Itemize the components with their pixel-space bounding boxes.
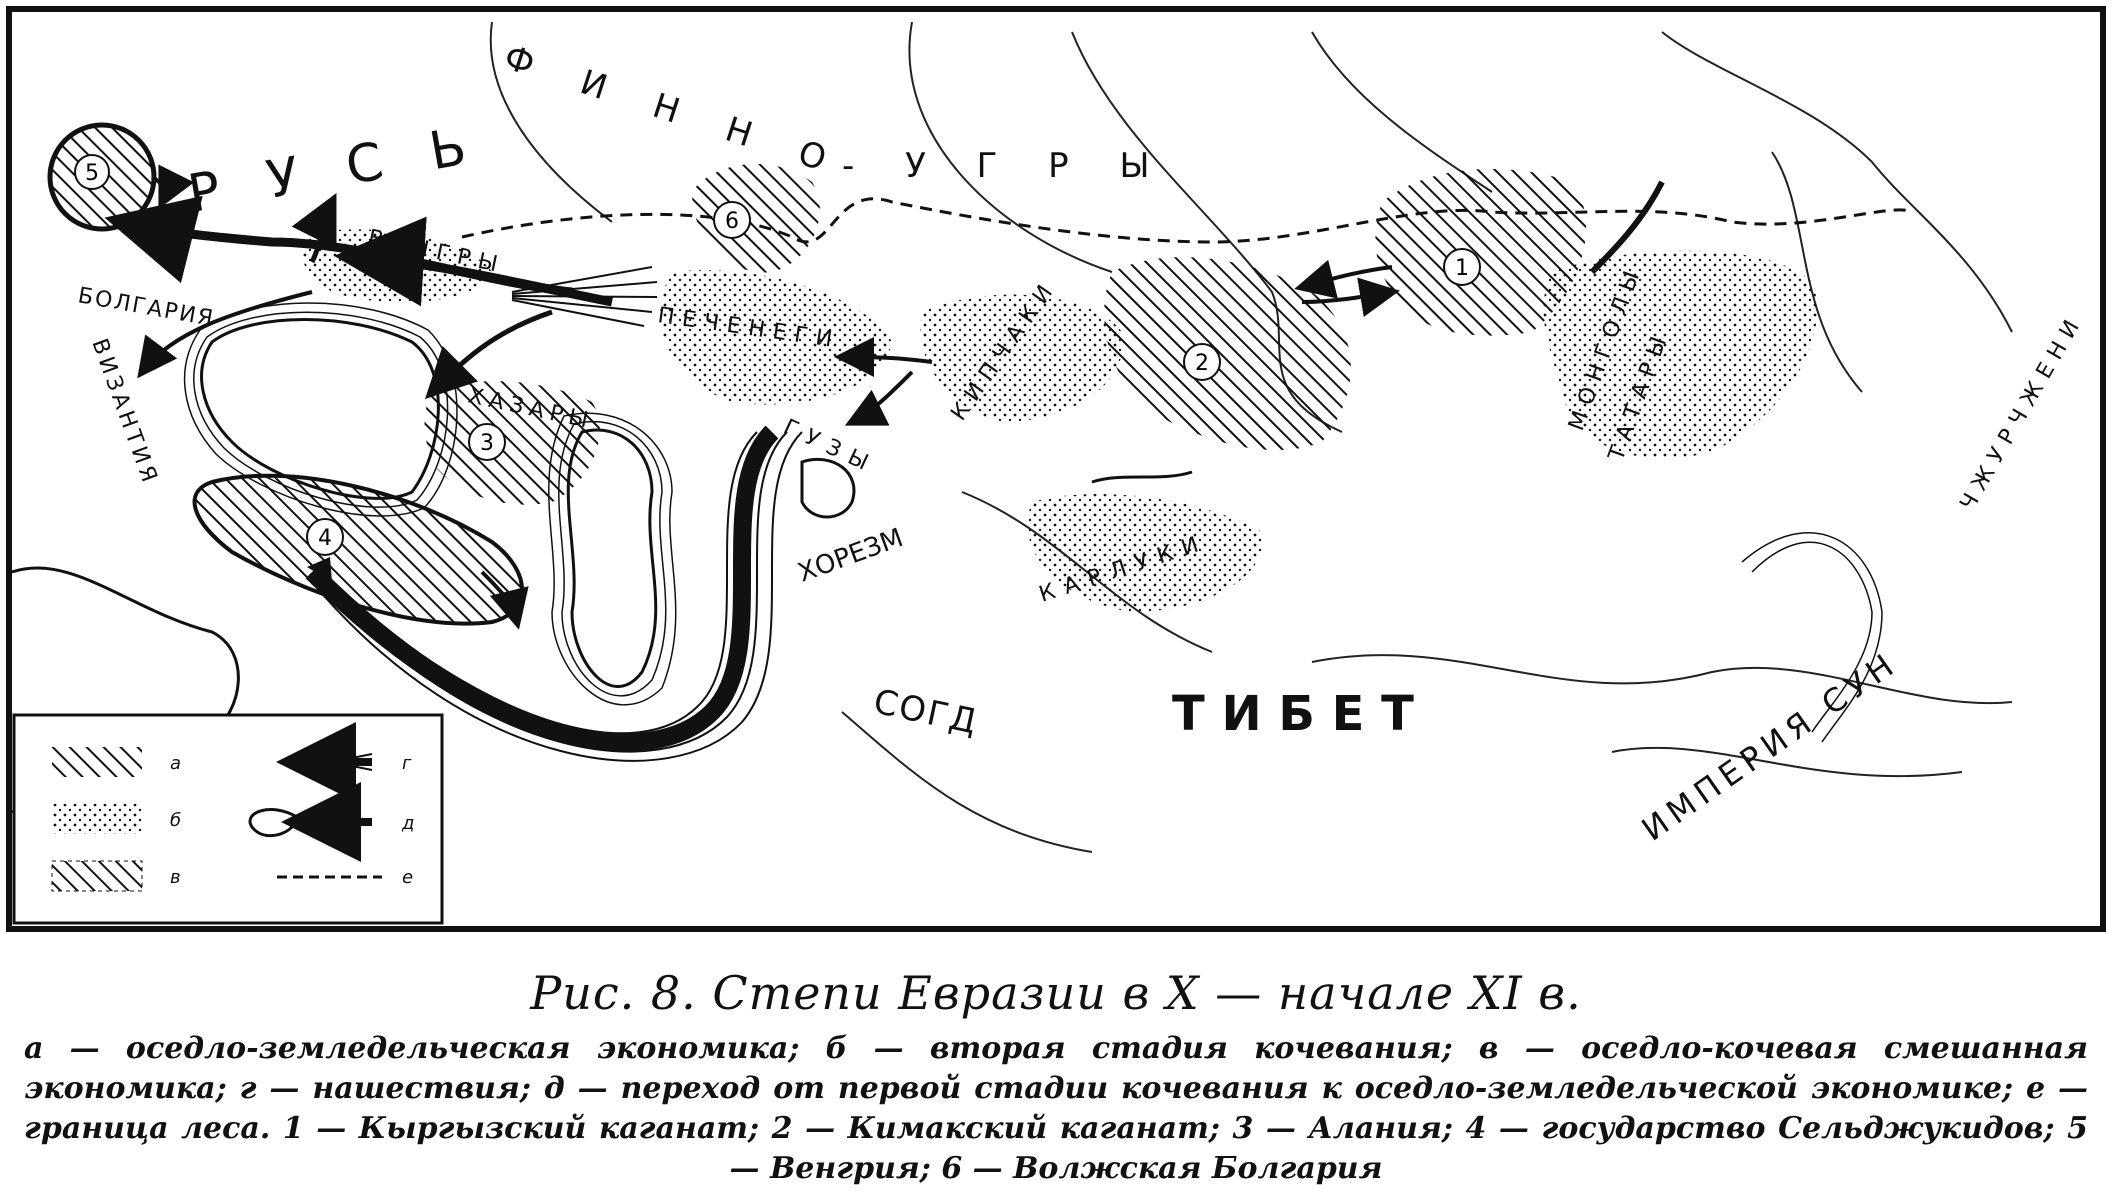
region-2-kimak-khaganate (1104, 257, 1351, 451)
black-sea (200, 318, 440, 500)
label-finno-ugry-1: Ф И Н Н О (499, 38, 850, 186)
region-3-alania (424, 381, 600, 505)
marker-6: 6 (725, 209, 739, 234)
label-finno-ugry-2: - У Г Р Ы (842, 146, 1169, 186)
region-number-markers: 1 2 3 4 5 6 (85, 161, 1481, 556)
figure-caption: Рис. 8. Степи Евразии в X — начале XI в.… (0, 965, 2112, 1189)
label-chzhurchzheni: ЧЖУРЧЖЕНИ (1956, 309, 2089, 515)
legend-key-g: г (402, 753, 412, 774)
aral-sea (800, 457, 856, 519)
label-bolgariya: БОЛГАРИЯ (76, 283, 217, 332)
caption-body: а — оседло-земледельческая экономика; б … (24, 1031, 2088, 1186)
marker-5: 5 (85, 161, 99, 186)
legend-key-e: е (402, 867, 413, 888)
region-5-hungary (47, 122, 157, 232)
label-rus: Р У С Ь (184, 114, 487, 225)
caption-title: Рис. 8. Степи Евразии в X — начале XI в. (530, 966, 1582, 1020)
region-6-volga-bulgaria (692, 163, 820, 273)
label-imperiya-sun: ИМПЕРИЯ СУН (1635, 643, 1905, 848)
marker-1: 1 (1455, 256, 1469, 281)
invasion-arrows (104, 164, 1400, 630)
legend-key-v: в (170, 867, 181, 888)
label-sogd: СОГД (870, 682, 982, 743)
legend: а б в г д е (12, 713, 444, 925)
balkhash-lake (1091, 470, 1193, 484)
guzy-migration-path (305, 425, 803, 762)
historical-map: Р У С Ь Ф И Н Н О - У Г Р Ы ВЕНГРЫ БОЛГА… (12, 21, 2089, 925)
marker-3: 3 (480, 431, 494, 456)
legend-swatch-v (51, 860, 143, 892)
region-1-kyrgyz-khaganate (1375, 168, 1587, 336)
legend-key-b: б (170, 810, 181, 831)
region-4-seljuk-state (192, 473, 524, 626)
map-frame: Р У С Ь Ф И Н Н О - У Г Р Ы ВЕНГРЫ БОЛГА… (6, 6, 2106, 932)
seas (200, 180, 1665, 688)
invasion-fan (511, 266, 658, 327)
legend-swatch-b (52, 804, 142, 834)
legend-swatch-a (52, 747, 142, 777)
marker-4: 4 (318, 526, 332, 551)
legend-key-a: а (170, 753, 181, 774)
forest-border-line (461, 197, 1913, 244)
marker-2: 2 (1195, 351, 1209, 376)
legend-key-d: д (401, 813, 414, 834)
label-horezm: ХОРЕЗМ (794, 523, 907, 589)
caspian-sea (566, 428, 658, 688)
label-tibet: Т И Б Е Т (1172, 686, 1414, 742)
